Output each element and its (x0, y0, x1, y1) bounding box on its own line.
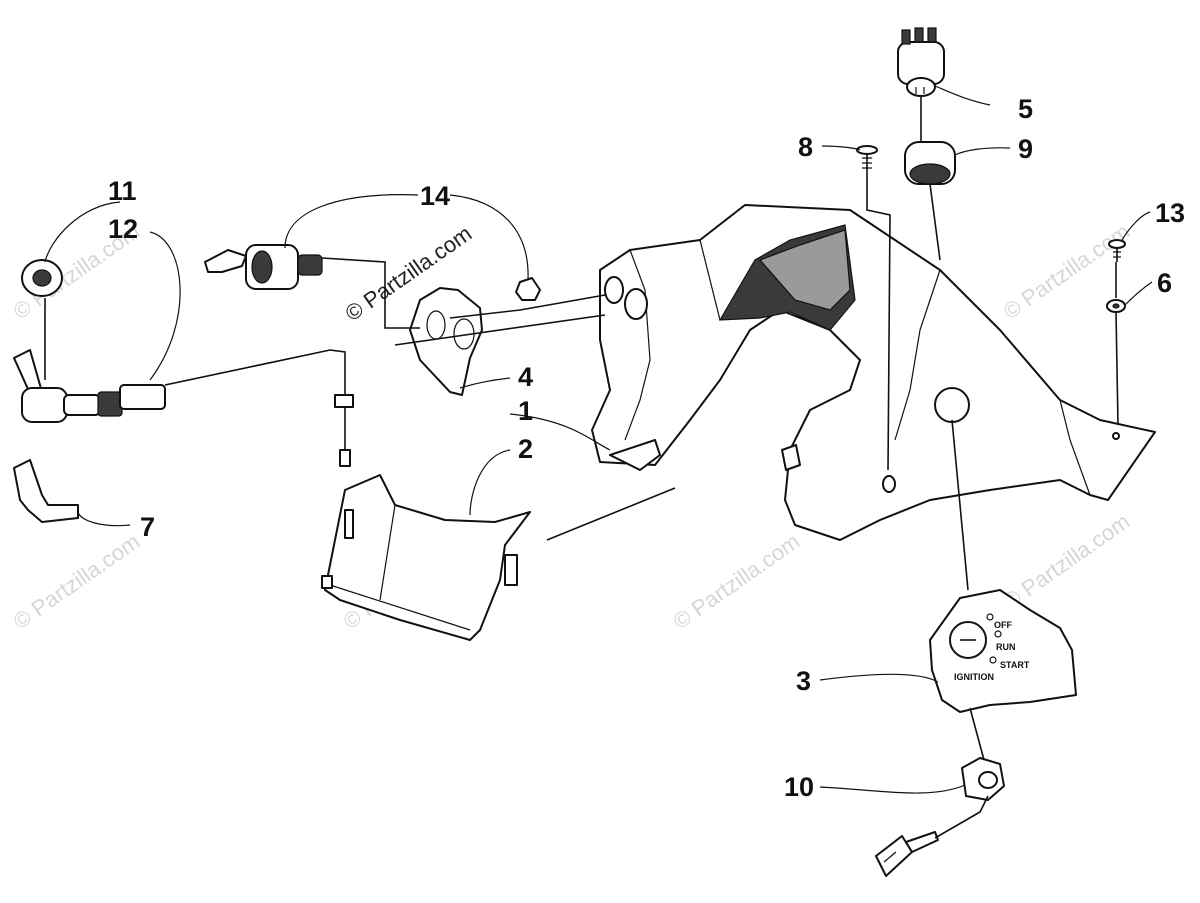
knob-part-11 (21, 259, 63, 297)
switch-ignition-label: IGNITION (954, 672, 994, 682)
callout-1: 1 (518, 396, 533, 426)
screw-part-13 (1108, 239, 1126, 262)
callout-3: 3 (796, 666, 811, 696)
watermark-6: © Partzilla.com (669, 529, 805, 635)
washer-part-6 (1106, 299, 1126, 313)
ignition-plate-part-3: OFF RUN START IGNITION (929, 589, 1077, 713)
watermark-4: © Partzilla.com (9, 529, 145, 635)
callout-10: 10 (784, 772, 814, 802)
callout-8: 8 (798, 132, 813, 162)
callout-7: 7 (140, 512, 155, 542)
callout-6: 6 (1157, 268, 1172, 298)
callout-11: 11 (108, 176, 137, 206)
callout-labels: 1 2 3 4 5 6 7 8 9 10 11 12 13 14 (108, 94, 1185, 802)
callout-5: 5 (1018, 94, 1033, 124)
throttle-assembly-part-12 (13, 349, 354, 467)
grommet-part-9 (904, 141, 956, 185)
console-hood-part-1 (591, 204, 1156, 541)
assembly-lines (44, 96, 1119, 839)
callout-2: 2 (518, 434, 533, 464)
nut-part-10 (961, 757, 1005, 801)
switch-run-label: RUN (996, 642, 1016, 652)
callout-14: 14 (420, 181, 450, 211)
lower-cover-part-2 (321, 474, 531, 641)
plug-part-5 (897, 27, 945, 97)
lever-part-7 (13, 459, 79, 523)
switch-off-label: OFF (994, 620, 1012, 630)
bezel-plate-part-4 (409, 287, 483, 396)
callout-12: 12 (108, 214, 138, 244)
leader-lines (44, 85, 1153, 794)
callout-13: 13 (1155, 198, 1185, 228)
callout-4: 4 (518, 362, 533, 392)
callout-9: 9 (1018, 134, 1033, 164)
switch-start-label: START (1000, 660, 1030, 670)
ignition-key (875, 831, 939, 877)
screw-part-8 (856, 145, 878, 175)
watermark-7: © Partzilla.com (999, 509, 1135, 615)
socket-part-14 (204, 244, 541, 301)
